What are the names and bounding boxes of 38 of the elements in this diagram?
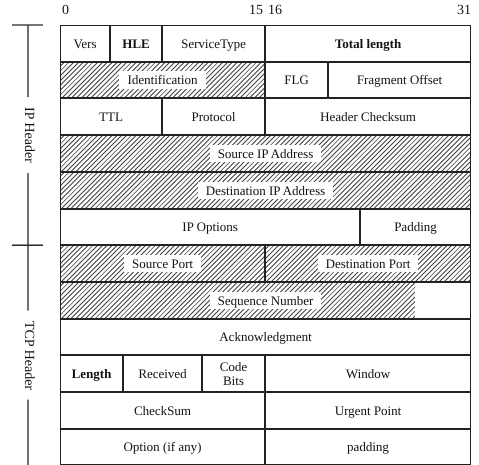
field-name: Identification: [119, 71, 206, 89]
field-cell: [265, 392, 471, 429]
field-cell: [60, 319, 471, 355]
field-cell: [265, 25, 471, 62]
field-cell: [265, 62, 328, 98]
bit-number: 31: [457, 4, 471, 18]
field-name: Source IP Address: [210, 144, 322, 162]
field-cell: [328, 62, 471, 98]
hatched-field-cell: [60, 62, 265, 98]
field-name: Destination Port: [318, 254, 418, 272]
field-name: Destination IP Address: [198, 182, 334, 200]
bit-number: 16: [268, 4, 282, 18]
field-cell: [110, 25, 162, 62]
hatched-field-cell: [60, 135, 471, 172]
field-name: Source Port: [124, 254, 202, 272]
hatched-field-cell: [60, 172, 471, 209]
section-label: IP Header: [21, 107, 35, 163]
field-cell: [265, 98, 471, 135]
field-cell: [60, 209, 360, 245]
hatched-field-cell: [265, 245, 471, 282]
field-cell: [123, 355, 202, 392]
field-cell: [60, 25, 110, 62]
field-cell: [162, 25, 265, 62]
field-cell: [265, 429, 471, 465]
field-name: Sequence Number: [210, 292, 322, 310]
section-label: TCP Header: [21, 320, 35, 390]
field-cell: [60, 98, 162, 135]
field-cell: [265, 355, 471, 392]
field-cell: [60, 355, 123, 392]
field-cell: [60, 429, 265, 465]
bit-number: 15: [249, 4, 263, 18]
field-cell: [360, 209, 471, 245]
hatched-field-cell: [60, 282, 471, 319]
field-cell: [162, 98, 265, 135]
bit-number: 0: [62, 4, 69, 18]
field-cell: [202, 355, 265, 392]
field-cell: [60, 392, 265, 429]
hatched-field-cell: [60, 245, 265, 282]
